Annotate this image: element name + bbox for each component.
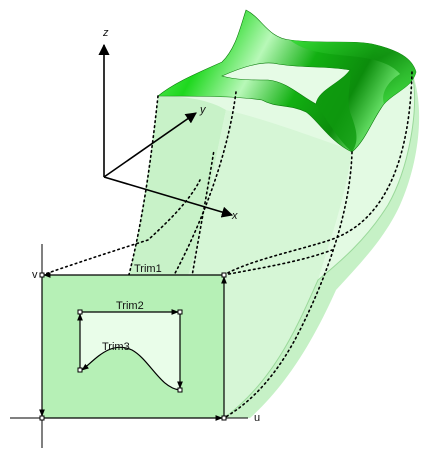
u-axis-label: u xyxy=(254,412,260,424)
dotted-curve-5 xyxy=(41,179,201,276)
y-axis-label: y xyxy=(199,104,207,116)
tube-dark-band-lower xyxy=(316,70,357,152)
dotted-curve-6 xyxy=(185,149,215,313)
dotted-curve-3 xyxy=(223,71,413,276)
x-axis xyxy=(103,176,234,218)
trim2-label: Trim2 xyxy=(116,300,144,312)
parameter-domain xyxy=(42,275,224,418)
dotted-curve-7 xyxy=(223,249,333,276)
surface-outline-right xyxy=(223,71,415,419)
trim3-curve xyxy=(81,346,181,391)
trim1-loop xyxy=(39,272,227,421)
trim-hole-fill xyxy=(80,312,180,390)
v-axis-label: v xyxy=(32,269,38,281)
tube-dark-band xyxy=(290,40,416,104)
trim2-loop xyxy=(77,309,183,389)
point-bottom-left xyxy=(39,415,45,421)
tube-cross-section xyxy=(157,9,417,153)
x-axis-label: x xyxy=(231,210,238,222)
point-bottom-right xyxy=(221,415,227,421)
trim3-label: Trim3 xyxy=(102,341,130,353)
control-points xyxy=(39,272,227,421)
y-axis xyxy=(103,112,197,178)
axes-3d xyxy=(98,43,234,218)
point-trim2-top-right xyxy=(177,309,183,315)
point-trim2-top-left xyxy=(77,309,83,315)
trim1-label: Trim1 xyxy=(134,263,162,275)
dotted-curve-4 xyxy=(223,151,353,419)
z-axis-label: z xyxy=(102,27,109,39)
surface-left-band xyxy=(42,96,226,418)
point-v-top-left xyxy=(39,272,45,278)
point-top-right xyxy=(221,272,227,278)
point-trim2-bottom-left xyxy=(77,367,83,373)
point-trim2-bottom-right xyxy=(177,387,183,393)
